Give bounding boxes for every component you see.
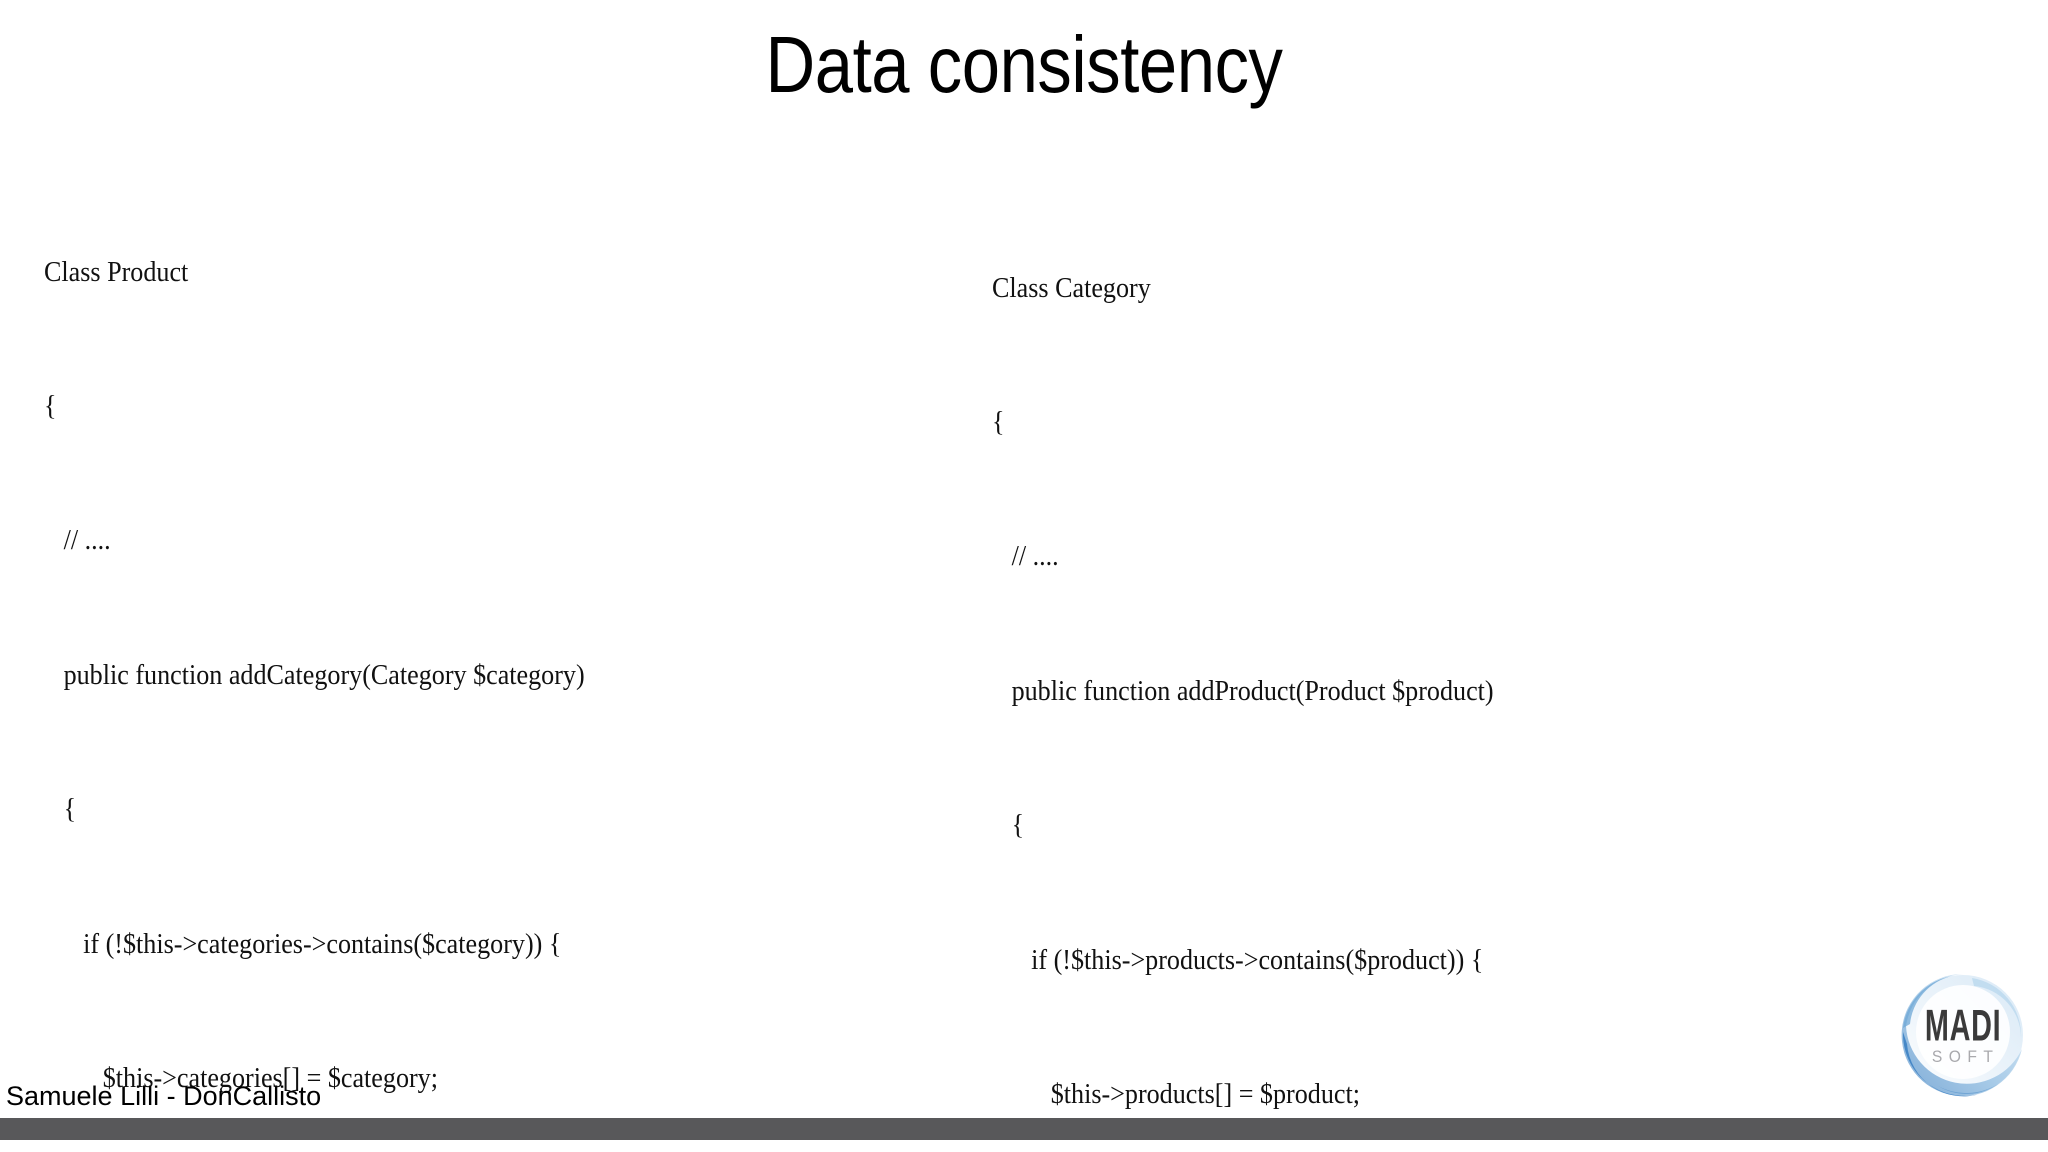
code-line: // .... xyxy=(44,524,111,557)
code-line: Class Category xyxy=(992,271,1151,304)
code-line: { xyxy=(992,809,1025,842)
code-line: $this->categories[] = $category; xyxy=(44,1061,438,1094)
logo-brush-circle-icon xyxy=(1901,973,2023,1097)
madi-soft-logo: MADI SOFT xyxy=(1894,966,2032,1104)
code-line: if (!$this->categories->contains($catego… xyxy=(44,927,562,960)
code-line: { xyxy=(992,405,1005,438)
code-line: // .... xyxy=(992,540,1059,573)
code-line: { xyxy=(44,793,77,826)
code-line: public function addCategory(Category $ca… xyxy=(44,658,585,691)
footer-author-label: Samuele Lilli - DonCallisto xyxy=(6,1081,322,1111)
code-line: $this->products[] = $product; xyxy=(992,1077,1360,1110)
code-line: Class Product xyxy=(44,255,189,288)
bottom-bar xyxy=(0,1118,2048,1140)
page-title: Data consistency xyxy=(765,20,1283,109)
code-line: { xyxy=(44,389,57,422)
code-line: public function addProduct(Product $prod… xyxy=(992,674,1494,707)
code-block-product: Class Product { // .... public function … xyxy=(44,160,625,1152)
code-block-category: Class Category { // .... public function… xyxy=(992,176,1534,1152)
code-line: if (!$this->products->contains($product)… xyxy=(992,943,1484,976)
